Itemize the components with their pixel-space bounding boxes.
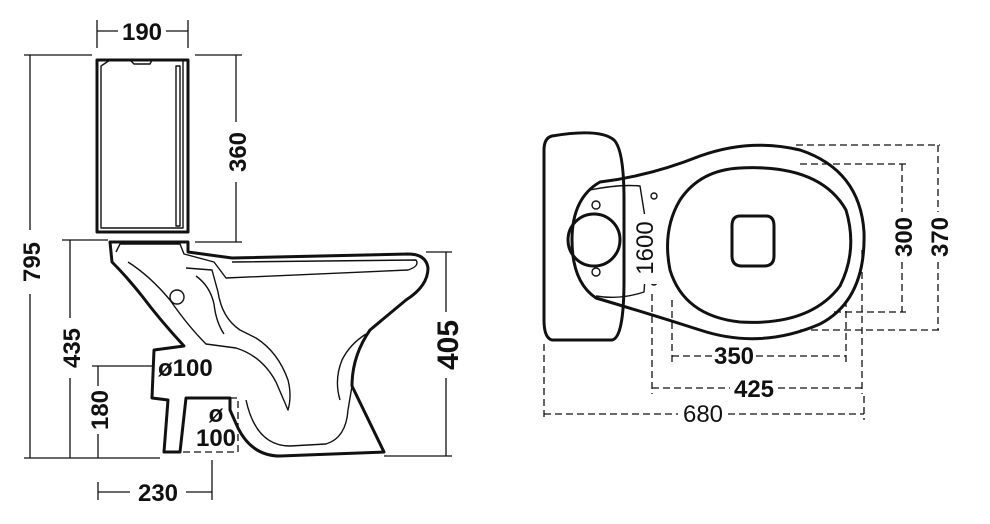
dim-rim-height: 405 [432, 320, 465, 370]
bolt-hole-lower [591, 267, 601, 277]
dim-seat-inner-width: 300 [891, 217, 918, 257]
dim-tank-depth: 1600 [632, 221, 659, 274]
front-wall-line [336, 333, 367, 401]
dim-tank-width: 190 [122, 19, 162, 46]
flush-outlet-circle [566, 212, 622, 268]
cistern-wall-line [175, 65, 181, 227]
dim-floor-outlet-symbol: ø [209, 401, 224, 428]
floor-outlet-dashed [176, 397, 239, 453]
bowl-side [108, 240, 430, 458]
dim-seat-outer-width: 370 [927, 217, 954, 257]
bolt-hole-upper [591, 200, 601, 210]
bowl-rim-line [115, 243, 418, 279]
dim-tank-height: 360 [225, 132, 252, 172]
pedestal-outline [108, 240, 430, 458]
seat-fix-upper [650, 192, 658, 200]
bowl-top-outline [570, 143, 866, 341]
dim-1600-bg [634, 214, 660, 284]
dim-bowl-height: 435 [59, 328, 86, 368]
side-dimensions: 190 360 795 435 180 [19, 19, 465, 507]
drain-outline [730, 214, 776, 268]
cistern-inner-line [100, 59, 184, 229]
dim-total-length: 680 [683, 401, 723, 428]
seat-inner-outline [666, 166, 853, 324]
jet-channel-line [195, 275, 225, 335]
dim-outlet-height: 180 [87, 390, 114, 430]
dim-bowl-length: 425 [734, 376, 774, 403]
dim-outlet-offset: 230 [138, 480, 178, 507]
cistern-top-outline [542, 131, 626, 342]
sump-line [245, 385, 353, 447]
cistern-side [95, 58, 190, 234]
dim-total-height: 795 [19, 242, 46, 282]
inlet-hole [169, 289, 185, 305]
dim-outlet-diameter: ø100 [158, 355, 213, 382]
cistern-outline [95, 58, 190, 234]
top-view: 1600 300 370 350 425 [542, 131, 954, 428]
side-view: 190 360 795 435 180 [19, 19, 465, 507]
dim-floor-outlet-value: 100 [196, 425, 236, 452]
outlet-label-bg [156, 352, 222, 380]
top-dimensions: 1600 300 370 350 425 [543, 144, 954, 428]
dim-bowl-inner-length: 350 [714, 343, 754, 370]
